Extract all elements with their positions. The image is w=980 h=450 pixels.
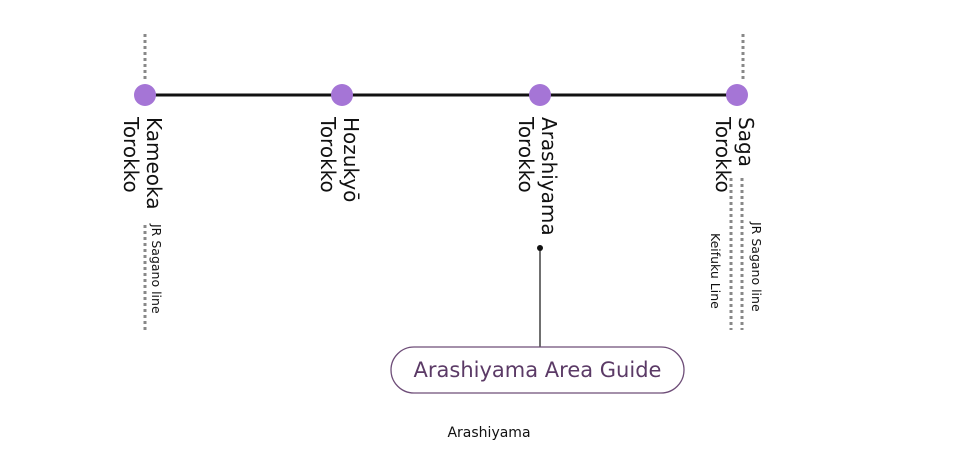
area-caption: Arashiyama [447,425,530,441]
station-name-line2: Torokko [119,116,143,193]
keifuku-line-label[interactable]: Keifuku Line [708,233,723,309]
arashiyama-area-guide-button[interactable]: Arashiyama Area Guide [390,346,685,394]
station-label-hozukyo[interactable]: Hozukyō Torokko [316,116,363,202]
jr-sagano-line-label-saga[interactable]: JR Sagano line [749,221,764,312]
station-name-line2: Torokko [316,116,340,193]
station-name-line1: Arashiyama [537,117,561,236]
station-name-line2: Torokko [514,116,538,193]
station-name-line1: Saga [734,117,758,167]
station-marker-arashiyama[interactable] [529,84,551,106]
station-label-kameoka[interactable]: Kameoka Torokko [119,116,166,210]
guide-button-label: Arashiyama Area Guide [414,358,662,382]
station-name-line1: Kameoka [142,117,166,210]
jr-sagano-line-label-kameoka[interactable]: JR Sagano line [149,223,164,314]
station-label-saga[interactable]: Saga Torokko [711,116,758,193]
station-marker-kameoka[interactable] [134,84,156,106]
station-marker-hozukyo[interactable] [331,84,353,106]
station-marker-saga[interactable] [726,84,748,106]
station-name-line1: Hozukyō [339,117,363,202]
station-name-line2: Torokko [711,116,735,193]
station-label-arashiyama[interactable]: Arashiyama Torokko [514,116,561,236]
